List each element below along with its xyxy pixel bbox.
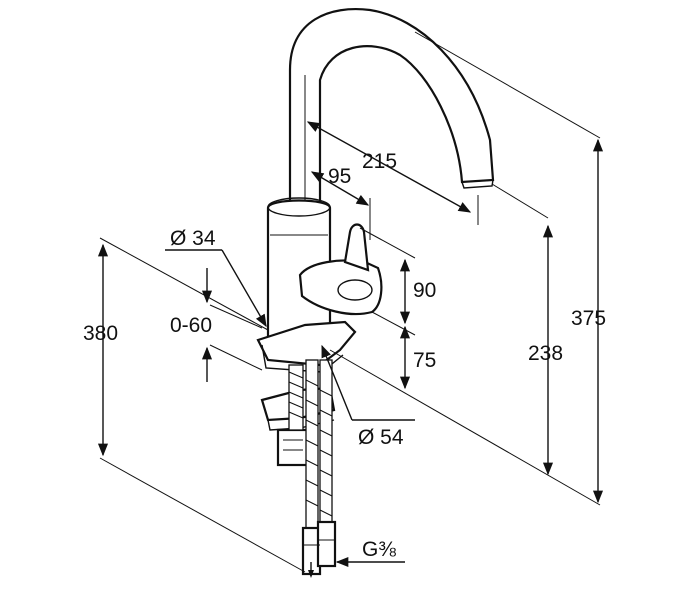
label-90: 90 [413,279,436,302]
label-d34: Ø 34 [170,227,216,250]
faucet [256,8,495,578]
dimension-labels: 215 95 Ø 34 0-60 380 90 75 238 375 Ø 54 … [83,150,606,561]
label-0-60: 0-60 [170,314,212,337]
dimension-lines [97,121,604,568]
hose-connectors [301,520,337,578]
lever-handle [298,259,383,316]
label-95: 95 [328,165,351,188]
supply-hoses [305,359,333,531]
label-215: 215 [362,150,397,173]
dim-line-95 [310,171,370,206]
label-d54: Ø 54 [358,426,404,449]
leader-d34 [221,249,267,328]
lever-grip [343,223,370,272]
label-75: 75 [413,349,436,372]
dim-line-215 [306,121,472,213]
clamp-nut [276,428,310,467]
leader-d54 [321,344,353,421]
label-238: 238 [528,342,563,365]
label-g38: G⅜ [362,538,396,561]
label-375: 375 [571,307,606,330]
extension-lines [99,31,601,573]
label-380: 380 [83,322,118,345]
threaded-rod [288,364,304,431]
spout [288,8,495,207]
